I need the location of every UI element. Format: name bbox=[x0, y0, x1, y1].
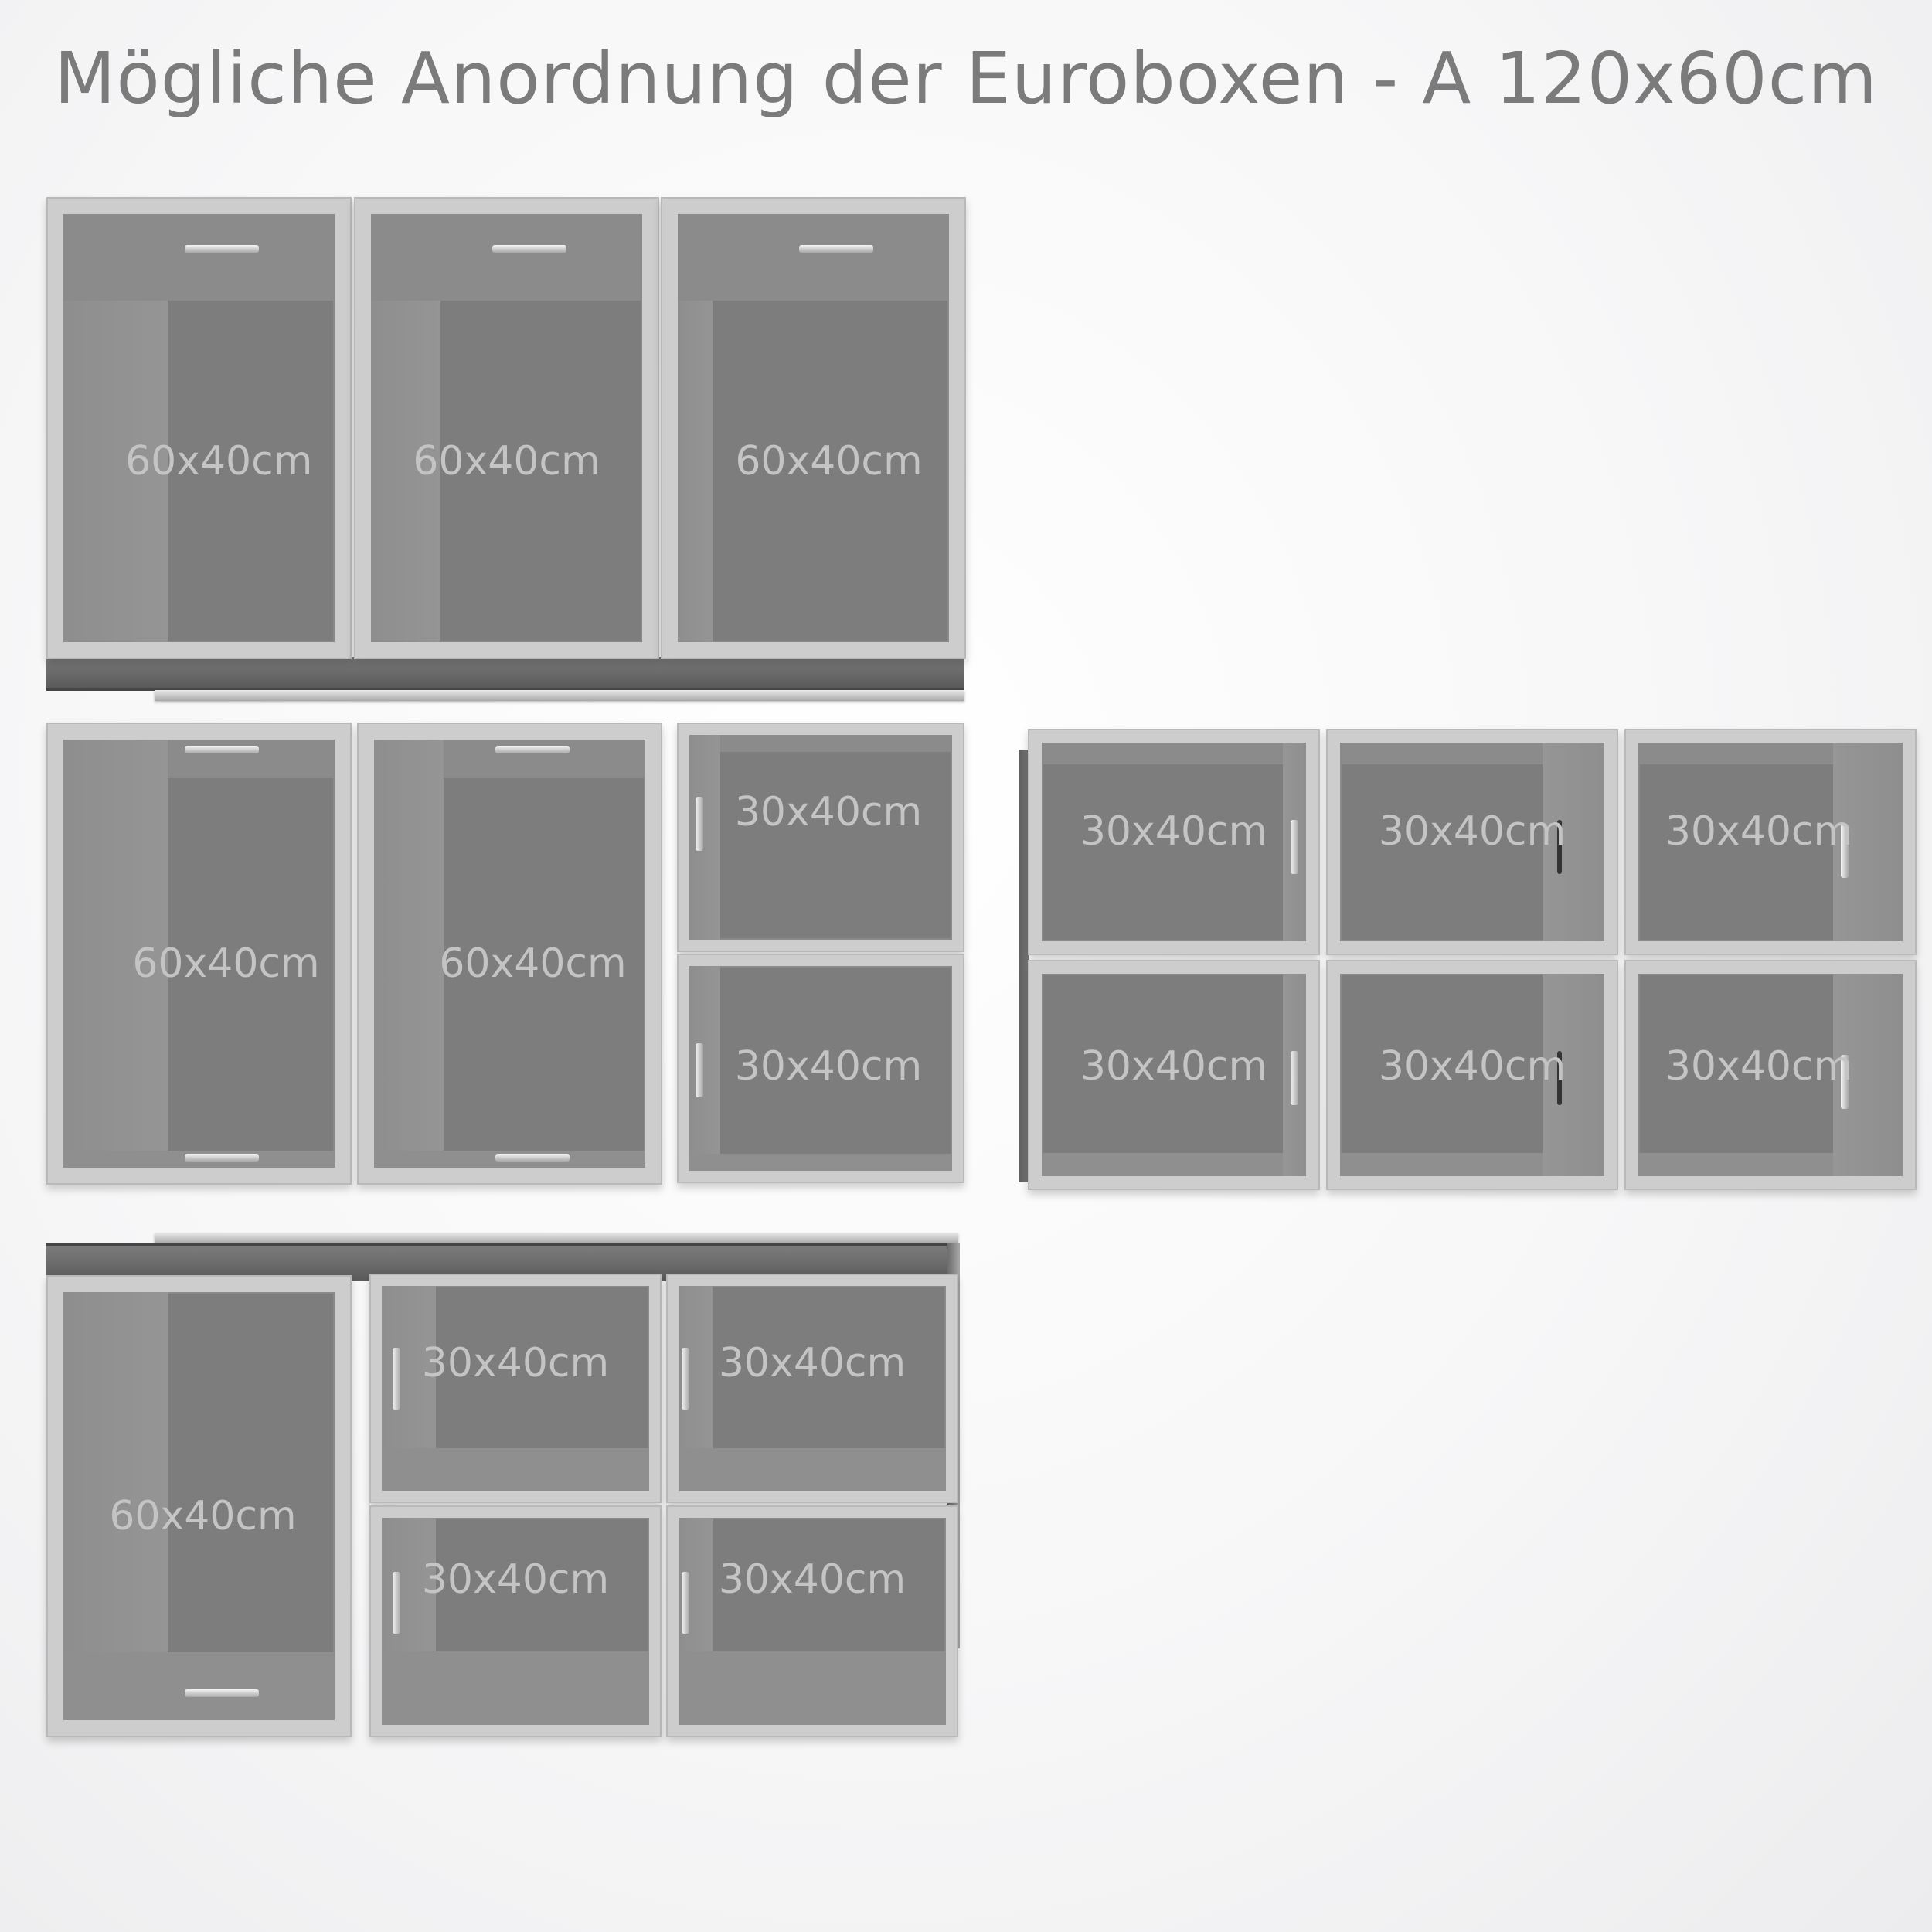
eurobox-60x40: 60x40cm bbox=[357, 723, 662, 1185]
grip-handle-icon bbox=[1841, 1055, 1849, 1109]
grip-handle-icon bbox=[799, 245, 873, 253]
grip-handle-icon bbox=[1557, 1051, 1562, 1105]
shelf-tray bbox=[46, 657, 964, 691]
grip-handle-icon bbox=[682, 1348, 689, 1410]
box-size-label: 30x40cm bbox=[718, 1340, 906, 1386]
eurobox-30x40: 30x40cm bbox=[677, 723, 964, 952]
box-size-label: 30x40cm bbox=[1080, 808, 1268, 855]
grip-handle-icon bbox=[696, 1043, 703, 1097]
box-size-label: 30x40cm bbox=[734, 789, 923, 835]
eurobox-60x40: 60x40cm bbox=[354, 197, 659, 659]
eurobox-30x40: 30x40cm bbox=[1028, 729, 1320, 955]
eurobox-60x40: 60x40cm bbox=[46, 197, 352, 659]
grip-handle-icon bbox=[185, 1689, 259, 1697]
eurobox-60x40: 60x40cm bbox=[661, 197, 966, 659]
grip-handle-icon bbox=[696, 797, 703, 851]
grip-handle-icon bbox=[1841, 824, 1849, 878]
box-size-label: 30x40cm bbox=[1378, 1043, 1566, 1090]
grip-handle-icon bbox=[495, 1154, 570, 1162]
box-size-label: 30x40cm bbox=[1665, 1043, 1853, 1090]
page-title: Mögliche Anordnung der Euroboxen - A 120… bbox=[54, 37, 1878, 120]
grip-handle-icon bbox=[492, 245, 566, 253]
drawer-rail bbox=[155, 1233, 958, 1243]
grip-handle-icon bbox=[682, 1572, 689, 1634]
eurobox-30x40: 30x40cm bbox=[666, 1274, 958, 1503]
grip-handle-icon bbox=[185, 1154, 259, 1162]
grip-handle-icon bbox=[1291, 820, 1298, 874]
box-size-label: 30x40cm bbox=[718, 1556, 906, 1603]
box-size-label: 30x40cm bbox=[734, 1043, 923, 1090]
grip-handle-icon bbox=[495, 746, 570, 753]
eurobox-30x40: 30x40cm bbox=[369, 1274, 662, 1503]
box-size-label: 60x40cm bbox=[132, 940, 320, 987]
grip-handle-icon bbox=[393, 1572, 400, 1634]
box-size-label: 60x40cm bbox=[439, 940, 627, 987]
grip-handle-icon bbox=[185, 746, 259, 753]
grip-handle-icon bbox=[185, 245, 259, 253]
box-size-label: 30x40cm bbox=[1665, 808, 1853, 855]
eurobox-60x40: 60x40cm bbox=[46, 1275, 352, 1737]
box-size-label: 30x40cm bbox=[421, 1556, 610, 1603]
box-size-label: 60x40cm bbox=[109, 1493, 297, 1539]
eurobox-30x40: 30x40cm bbox=[1326, 960, 1618, 1190]
eurobox-30x40: 30x40cm bbox=[1624, 960, 1917, 1190]
eurobox-30x40: 30x40cm bbox=[1624, 729, 1917, 955]
eurobox-30x40: 30x40cm bbox=[1326, 729, 1618, 955]
eurobox-30x40: 30x40cm bbox=[1028, 960, 1320, 1190]
box-size-label: 30x40cm bbox=[1378, 808, 1566, 855]
box-size-label: 60x40cm bbox=[125, 438, 313, 485]
eurobox-30x40: 30x40cm bbox=[677, 954, 964, 1183]
eurobox-60x40: 60x40cm bbox=[46, 723, 352, 1185]
grip-handle-icon bbox=[1291, 1051, 1298, 1105]
grip-handle-icon bbox=[1557, 820, 1562, 874]
eurobox-30x40: 30x40cm bbox=[369, 1505, 662, 1737]
box-size-label: 60x40cm bbox=[735, 438, 923, 485]
box-size-label: 30x40cm bbox=[421, 1340, 610, 1386]
eurobox-30x40: 30x40cm bbox=[666, 1505, 958, 1737]
box-size-label: 30x40cm bbox=[1080, 1043, 1268, 1090]
box-size-label: 60x40cm bbox=[413, 438, 600, 485]
grip-handle-icon bbox=[393, 1348, 400, 1410]
shelf-tray bbox=[1019, 750, 1029, 1182]
drawer-rail bbox=[155, 690, 964, 701]
